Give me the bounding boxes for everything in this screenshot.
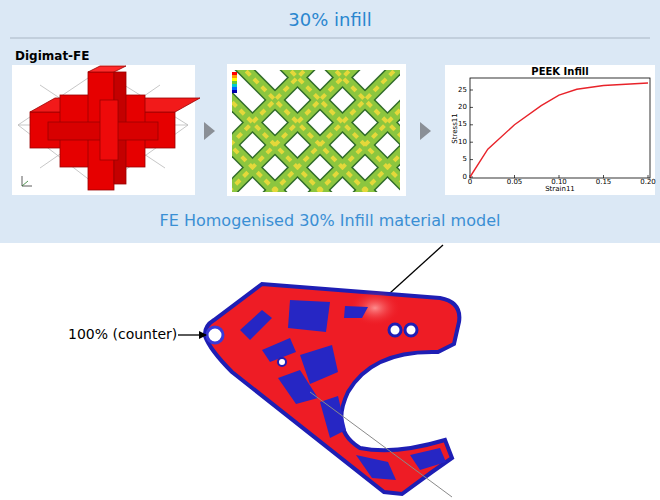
callout-arrow — [178, 334, 206, 335]
tick-label: 0.20 — [640, 179, 656, 186]
flow-triangle — [420, 122, 431, 140]
tick-label: 10 — [458, 139, 467, 146]
panel-title: 30% infill — [288, 11, 371, 29]
callout-label: 100% (counter) — [68, 327, 177, 341]
axis-title: Strain11 — [545, 186, 575, 193]
bracket-part — [205, 284, 459, 497]
title-rule — [10, 38, 650, 39]
tick-label: 0 — [468, 179, 472, 186]
tick-label: 0.15 — [596, 179, 612, 186]
tick-label: 0 — [463, 174, 467, 181]
chart-title: PEEK Infill — [531, 67, 588, 77]
top-panel — [0, 0, 660, 243]
unit-cell-image — [12, 65, 200, 195]
flow-triangle — [204, 122, 215, 140]
panel-caption: FE Homogenised 30% Infill material model — [160, 213, 501, 229]
tick-label: 0.05 — [507, 179, 523, 186]
software-name: Digimat-FE — [15, 50, 90, 62]
color-scale — [232, 72, 237, 93]
tick-label: 5 — [463, 156, 467, 163]
tick-label: 15 — [458, 121, 467, 128]
stress-curve — [470, 83, 648, 177]
tick-label: 20 — [458, 104, 467, 111]
tick-label: 25 — [458, 87, 467, 94]
stress-strain-chart — [445, 65, 655, 195]
tick-label: 0.10 — [551, 179, 567, 186]
axis-title: Stress11 — [451, 113, 458, 143]
